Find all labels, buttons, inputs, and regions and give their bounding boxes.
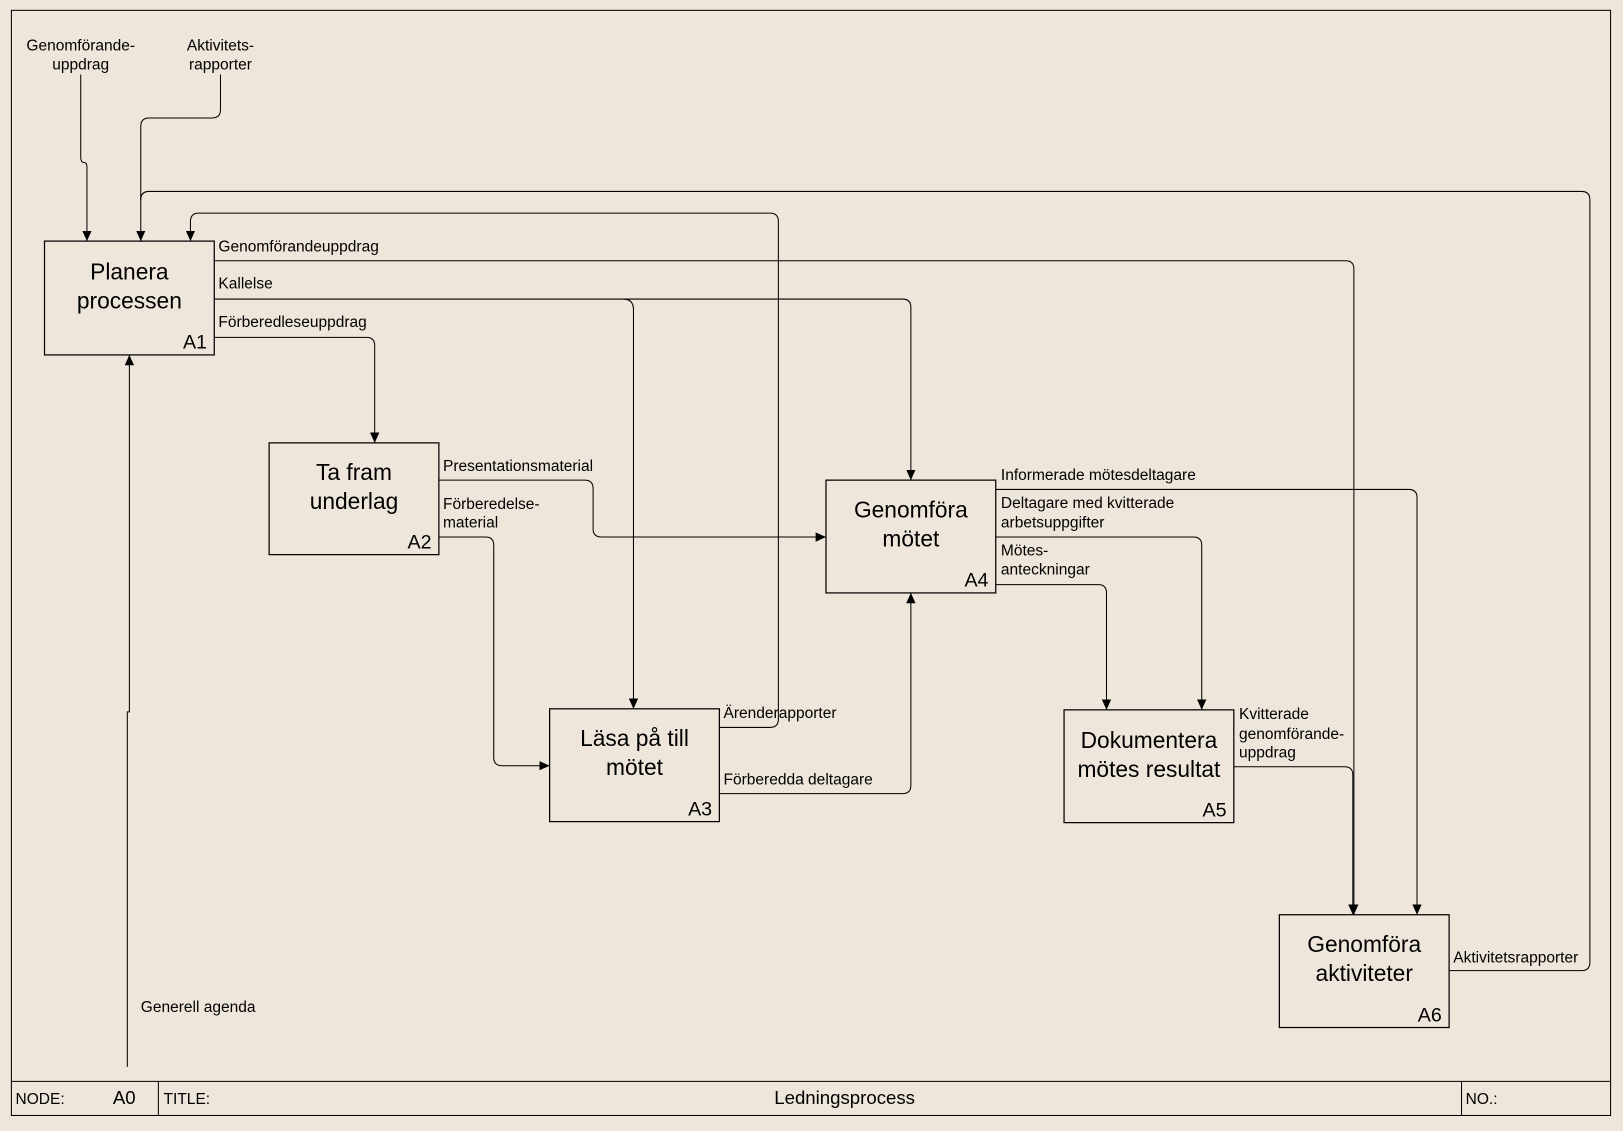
activity-box-a3: Läsa på till mötet A3 (549, 708, 720, 823)
label-genomforande-input-1: Genomförande- (26, 38, 135, 55)
node-label: NODE: (16, 1091, 65, 1108)
activity-box-a3-frame (549, 708, 720, 823)
activity-a5-title-1: Dokumentera (1081, 727, 1218, 753)
arrow-kallelse (214, 298, 916, 481)
label-forberedda-deltagare: Förberedda deltagare (724, 771, 873, 788)
label-forberedleseuppdrag: Förberedleseuppdrag (218, 314, 366, 331)
activity-box-a4-frame (825, 479, 997, 594)
activity-box-a2: Ta fram underlag A2 (268, 442, 440, 556)
activity-box-a5: Dokumentera mötes resultat A5 (1063, 709, 1235, 824)
activity-a1-node-id: A1 (183, 332, 207, 354)
label-kvitterade-1: Kvitterade (1239, 706, 1309, 723)
activity-a2-title-1: Ta fram (316, 459, 392, 485)
label-kallelse: Kallelse (218, 276, 272, 293)
label-motesanteckningar-2: anteckningar (1001, 561, 1090, 578)
label-deltagare-kvitterade-1: Deltagare med kvitterade (1001, 495, 1174, 512)
arrow-aktivitetsrapporter-feedback (140, 190, 1591, 972)
title-label: TITLE: (164, 1091, 211, 1108)
activity-a1-title-1: Planera (90, 258, 169, 284)
arrow-informerade (995, 488, 1422, 915)
activity-a1-title-2: processen (77, 287, 182, 313)
arrow-forberedda-deltagare (719, 592, 916, 795)
label-informerade: Informerade mötesdeltagare (1001, 467, 1196, 484)
activity-a3-title-2: mötet (606, 754, 664, 780)
label-deltagare-kvitterade-2: arbetsuppgifter (1001, 515, 1105, 532)
activity-a6-title-1: Genomföra (1307, 931, 1421, 957)
activity-a3-title-1: Läsa på till (580, 725, 689, 751)
label-presentationsmaterial: Presentationsmaterial (443, 458, 593, 475)
arrow-kvitterade (1233, 766, 1358, 915)
diagram-title: Ledningsprocess (774, 1087, 915, 1108)
activity-a4-node-id: A4 (964, 570, 988, 592)
label-genomforandeuppdrag: Genomförandeuppdrag (218, 238, 378, 255)
activity-box-a1-frame (43, 240, 215, 356)
label-aktivitetsrapporter: Aktivitetsrapporter (1453, 949, 1578, 966)
activity-a5-title-2: mötes resultat (1077, 756, 1221, 782)
activity-box-a6: Genomföra aktiviteter A6 (1278, 914, 1450, 1029)
activity-a4-title-1: Genomföra (854, 496, 968, 522)
label-aktivitets-input-1: Aktivitets- (187, 38, 254, 55)
arrow-generell-agenda (124, 354, 135, 1067)
label-kvitterade-2: genomförande- (1239, 726, 1344, 743)
label-arenderapporter: Ärenderapporter (724, 705, 837, 722)
activity-box-a5-frame (1063, 709, 1235, 824)
arrow-forberedleseuppdrag (214, 336, 380, 443)
no-label: NO.: (1466, 1091, 1498, 1108)
label-forberedelsematerial-1: Förberedelse- (443, 496, 540, 513)
diagram-frame (10, 9, 1612, 1116)
activity-a2-title-2: underlag (310, 488, 399, 514)
arrow-kallelse-branch (623, 298, 639, 709)
label-generell-agenda: Generell agenda (141, 999, 256, 1016)
label-aktivitets-input-2: rapporter (189, 56, 252, 73)
activity-a6-node-id: A6 (1418, 1004, 1442, 1026)
arrow-aktivitets-input (136, 74, 221, 242)
activity-box-a4: Genomföra mötet A4 (825, 479, 997, 594)
activity-a2-node-id: A2 (408, 531, 432, 553)
label-forberedelsematerial-2: material (443, 515, 498, 532)
label-motesanteckningar-1: Mötes- (1001, 543, 1048, 560)
activity-a6-title-2: aktiviteter (1316, 960, 1414, 986)
activity-a4-title-2: mötet (882, 525, 940, 551)
label-genomforande-input-2: uppdrag (52, 56, 109, 73)
activity-a5-node-id: A5 (1203, 799, 1227, 821)
node-value: A0 (113, 1087, 136, 1108)
arrow-presentationsmaterial (438, 479, 826, 542)
arrow-forberedelsematerial (438, 536, 550, 771)
arrow-motesanteckningar (995, 584, 1112, 710)
label-kvitterade-3: uppdrag (1239, 744, 1296, 761)
arrow-genomforande-input (80, 74, 92, 242)
activity-a3-node-id: A3 (688, 798, 712, 820)
arrow-arenderapporter (185, 212, 779, 728)
activity-box-a1: Planera processen A1 (43, 240, 215, 356)
arrow-deltagare-kvitterade (995, 536, 1207, 710)
activity-box-a6-frame (1278, 914, 1450, 1029)
activity-box-a2-frame (268, 442, 440, 556)
arrow-genomforandeuppdrag (214, 260, 1359, 915)
